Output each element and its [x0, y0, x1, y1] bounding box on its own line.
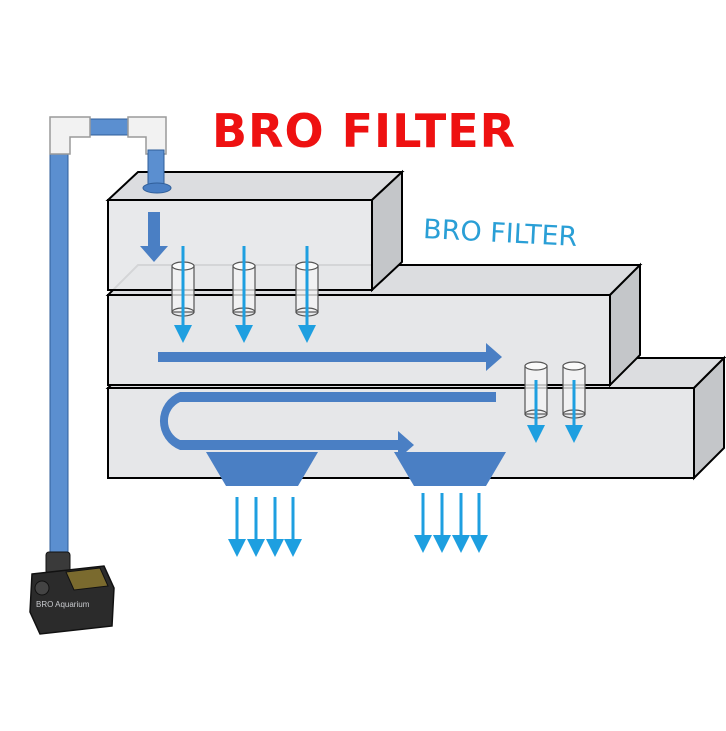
inlet-pipe	[49, 116, 172, 569]
drop-pipe	[147, 149, 165, 187]
riser-pipe	[49, 149, 69, 569]
main-title: BRO FILTER	[212, 104, 517, 158]
inlet-flow-arrow	[140, 212, 168, 262]
pump-top-panel	[65, 567, 109, 591]
pipe-outlet	[142, 182, 172, 194]
outlet-drip-arrows	[228, 493, 488, 557]
water-pump	[29, 551, 115, 635]
lower-drip-arrows	[527, 380, 583, 443]
bottom-uturn-flow-arrow	[159, 392, 496, 459]
pump-brand-label: BRO Aquarium	[36, 600, 90, 609]
pump-intake	[34, 580, 50, 596]
left-elbow-fitting	[49, 116, 91, 155]
middle-flow-arrow	[158, 343, 502, 371]
outlet-funnel-right	[394, 452, 506, 486]
horizontal-pipe	[85, 118, 133, 136]
outlet-funnel-left	[206, 452, 318, 486]
upper-drip-arrows	[174, 246, 316, 343]
right-elbow-fitting	[127, 116, 167, 155]
